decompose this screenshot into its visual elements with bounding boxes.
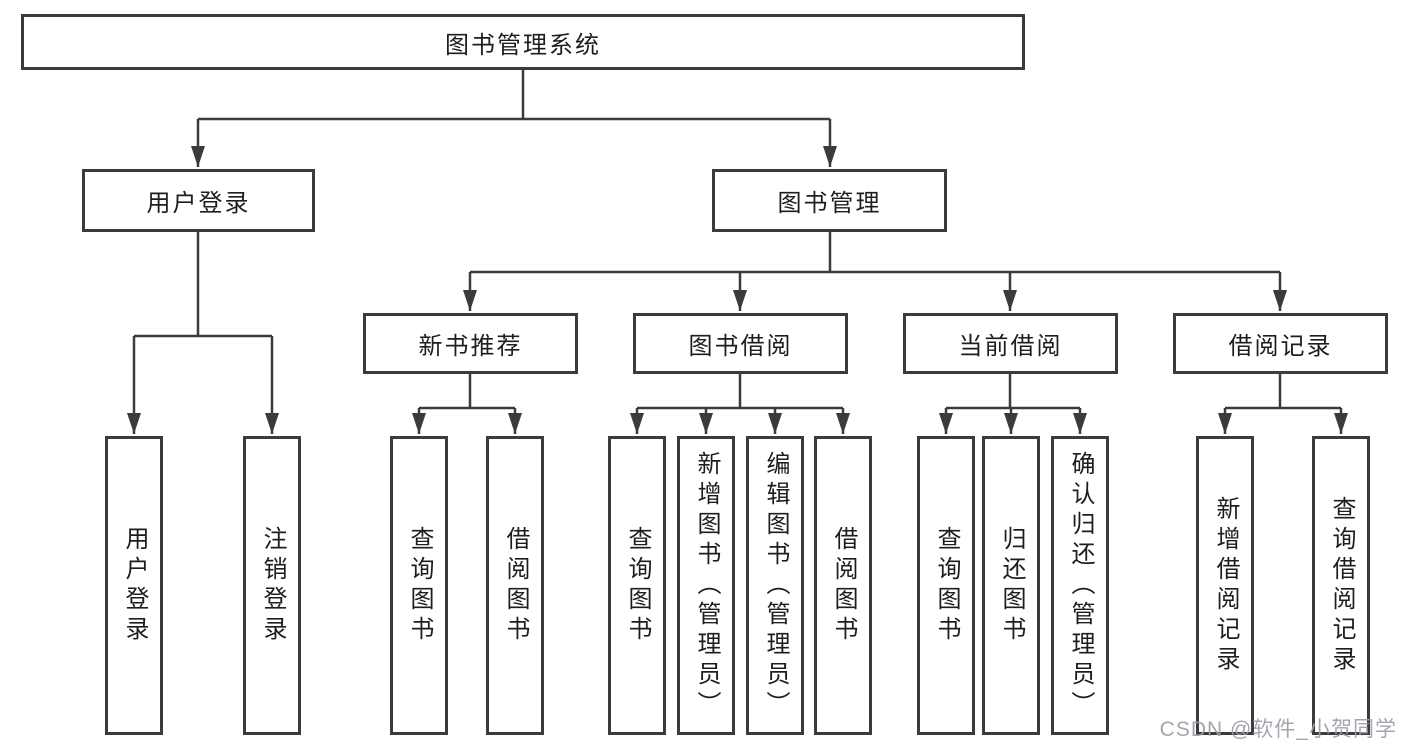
node-edit-books-admin: 编辑图书（管理员） [746,436,804,735]
node-book-borrowing: 图书借阅 [633,313,848,374]
node-borrow-books-1: 借阅图书 [486,436,544,735]
connector-book-borrow-children [630,374,850,434]
node-borrowing-records: 借阅记录 [1173,313,1388,374]
leaf-label: 新增借阅记录 [1212,495,1239,676]
node-query-borrow-record: 查询借阅记录 [1312,436,1370,735]
leaf-label: 查询图书 [933,525,960,646]
node-user-login: 用户登录 [82,169,315,232]
leaf-label: 编辑图书（管理员） [762,450,789,721]
node-query-books-1: 查询图书 [390,436,448,735]
connector-user-login-children [127,232,279,434]
csdn-watermark: CSDN @软件_小贺同学 [1159,718,1397,741]
leaf-label: 注销登录 [259,525,286,646]
leaf-label: 查询图书 [624,525,651,646]
leaf-label: 查询借阅记录 [1328,495,1355,676]
connector-new-books-children [412,374,522,434]
node-user-login-action: 用户登录 [105,436,163,735]
node-query-books-3: 查询图书 [917,436,975,735]
connector-root-to-level2 [191,70,837,167]
leaf-label: 查询图书 [406,525,433,646]
node-borrow-books-2: 借阅图书 [814,436,872,735]
node-add-books-admin: 新增图书（管理员） [677,436,735,735]
node-query-books-2: 查询图书 [608,436,666,735]
leaf-label: 新增图书（管理员） [693,450,720,721]
leaf-label: 归还图书 [998,525,1025,646]
node-logout-action: 注销登录 [243,436,301,735]
node-book-management: 图书管理 [712,169,947,232]
connector-book-mgmt-children [463,232,1287,311]
leaf-label: 确认归还（管理员） [1067,450,1094,721]
node-library-management-system: 图书管理系统 [21,14,1025,70]
connector-borrow-records-children [1218,374,1348,434]
connector-current-borrow-children [939,374,1087,434]
node-add-borrow-record: 新增借阅记录 [1196,436,1254,735]
node-current-borrowing: 当前借阅 [903,313,1118,374]
leaf-label: 借阅图书 [502,525,529,646]
leaf-label: 借阅图书 [830,525,857,646]
node-new-book-recommend: 新书推荐 [363,313,578,374]
leaf-label: 用户登录 [121,525,148,646]
node-confirm-return-admin: 确认归还（管理员） [1051,436,1109,735]
node-return-books: 归还图书 [982,436,1040,735]
